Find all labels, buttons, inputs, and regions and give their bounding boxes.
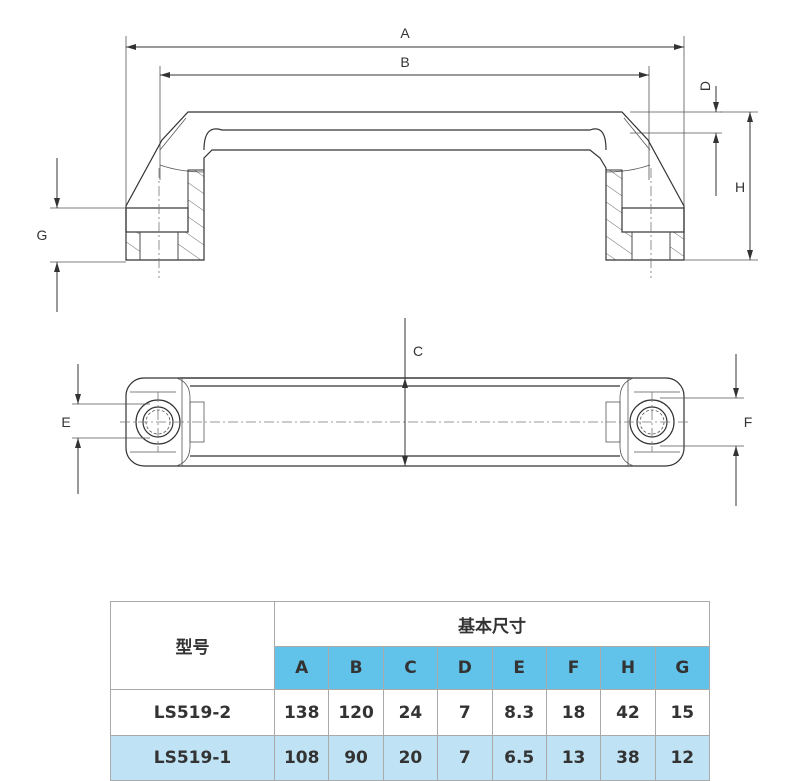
front-view: A B [37,25,758,312]
left-foot-section [125,169,205,261]
dim-label-h: H [735,179,745,195]
dimension-c: C [402,318,423,466]
value-cell: 108 [273,735,330,781]
model-cell: LS519-2 [110,689,275,736]
dim-label-e: E [61,414,70,430]
dim-label-a: A [400,25,410,41]
value-cell: 7 [437,689,493,736]
dimension-g: G [37,158,126,312]
table-row: LS519-1 108 90 20 7 6.5 13 38 12 [110,735,711,781]
dimension-d: D [630,81,722,196]
value-cell: 120 [328,689,384,736]
top-view: C E F [61,318,752,506]
column-header: H [600,646,656,690]
dimension-a: A [126,25,684,50]
value-cell: 18 [545,689,602,736]
value-cell: 13 [545,735,602,781]
column-header: A [273,646,330,690]
technical-drawing: A B [37,25,758,506]
value-cell: 20 [382,735,439,781]
column-header: G [654,646,711,690]
column-header: E [491,646,547,690]
value-cell: 90 [328,735,384,781]
value-cell: 8.3 [491,689,547,736]
model-cell: LS519-1 [110,735,275,781]
value-cell: 24 [382,689,439,736]
column-header: D [437,646,493,690]
dim-label-f: F [744,414,753,430]
handle-outline [125,111,685,261]
dimension-table: 型号 基本尺寸 A B C D E F H G LS519-2 138 120 … [110,601,711,781]
table-row: LS519-2 138 120 24 7 8.3 18 42 15 [110,689,711,736]
dim-label-d: D [697,81,713,91]
column-header: C [382,646,439,690]
value-cell: 15 [654,689,711,736]
value-cell: 42 [600,689,656,736]
column-header: B [328,646,384,690]
basic-dimensions-header: 基本尺寸 [274,601,710,647]
value-cell: 38 [600,735,656,781]
dimension-b: B [160,54,649,78]
value-cell: 7 [437,735,493,781]
value-cell: 138 [273,689,330,736]
column-header: F [545,646,602,690]
dim-label-c: C [413,343,423,359]
value-cell: 6.5 [491,735,547,781]
dimension-e: E [61,364,150,494]
dim-label-b: B [400,54,409,70]
model-header: 型号 [110,601,275,690]
value-cell: 12 [654,735,711,781]
dim-label-g: G [37,227,48,243]
dimension-f: F [660,354,752,506]
dimension-h: H [684,111,758,261]
